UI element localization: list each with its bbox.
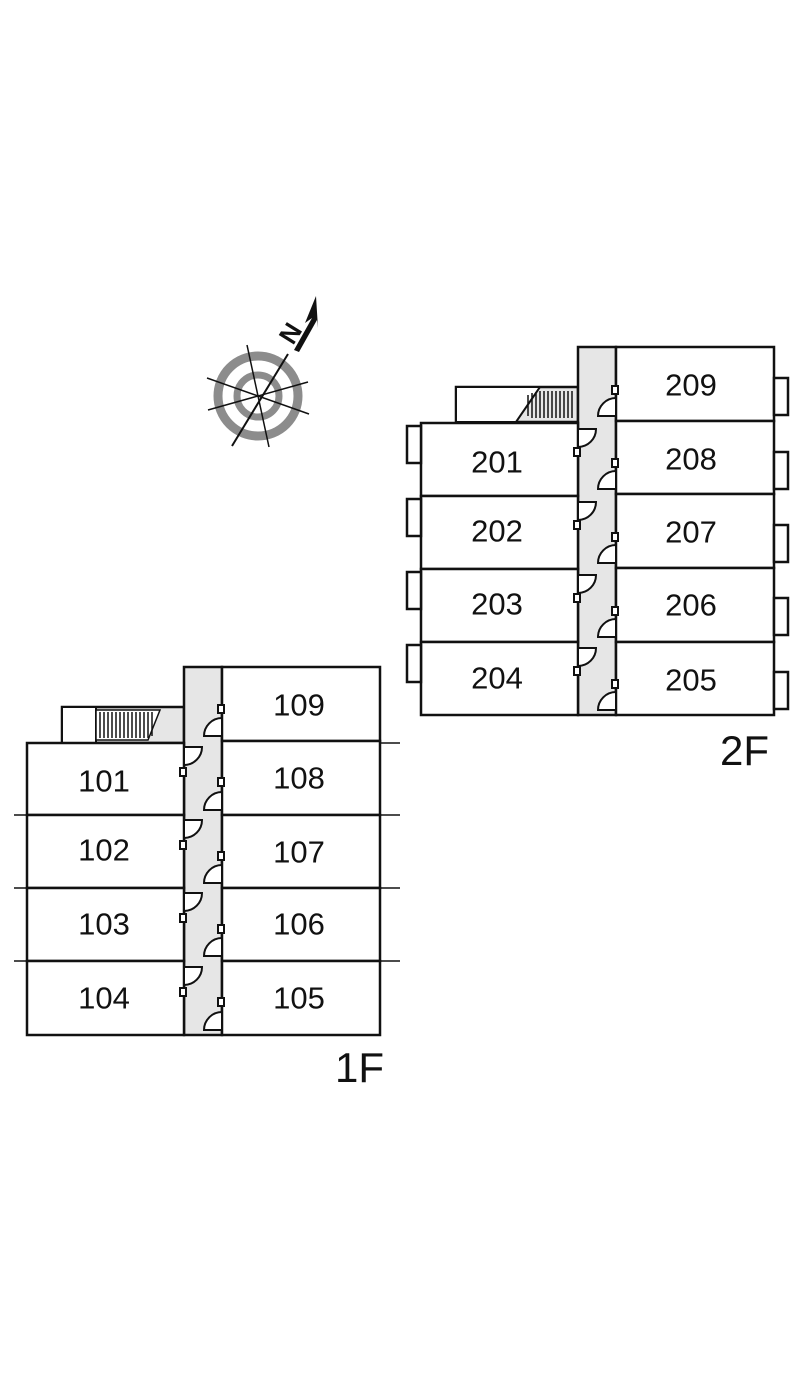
room-label-107: 107 <box>273 835 325 870</box>
balconies-2f <box>405 376 790 711</box>
room-label-102: 102 <box>78 833 130 868</box>
floor-label-1f: 1F <box>335 1044 384 1091</box>
floor-label-2f: 2F <box>720 727 769 774</box>
stair-treads-1f <box>99 712 153 738</box>
compass-outer-ring <box>213 351 303 441</box>
room-label-203: 203 <box>471 587 523 622</box>
doors-2f <box>573 385 619 711</box>
stair-treads-2f <box>527 391 573 418</box>
room-label-103: 103 <box>78 907 130 942</box>
room-label-206: 206 <box>665 588 717 623</box>
room-107-outline <box>220 813 382 890</box>
room-label-208: 208 <box>665 442 717 477</box>
doors-1f <box>179 704 225 1031</box>
room-label-207: 207 <box>665 515 717 550</box>
compass-icon: N <box>206 296 318 448</box>
room-206-outline <box>614 566 776 644</box>
site-lines-1f <box>14 742 400 962</box>
room-104-outline <box>25 959 186 1037</box>
room-label-106: 106 <box>273 907 325 942</box>
room-105-outline <box>220 959 382 1037</box>
room-label-108: 108 <box>273 761 325 796</box>
room-205-outline <box>614 640 776 717</box>
room-label-109: 109 <box>273 688 325 723</box>
room-label-204: 204 <box>471 661 523 696</box>
floor-2f-plan: 201 202 203 204 209 208 207 206 205 2F <box>405 345 790 774</box>
room-207-outline <box>614 492 776 570</box>
floor-1f-plan: 101 102 103 104 109 108 107 106 105 1F <box>14 665 400 1091</box>
room-106-outline <box>220 886 382 963</box>
room-label-105: 105 <box>273 981 325 1016</box>
room-209-outline <box>614 345 776 423</box>
room-103-outline <box>25 886 186 963</box>
room-label-209: 209 <box>665 368 717 403</box>
room-204-outline <box>419 640 580 717</box>
north-arrow-icon <box>294 296 318 352</box>
room-label-104: 104 <box>78 981 130 1016</box>
room-label-205: 205 <box>665 663 717 698</box>
compass-inner-ring <box>233 371 283 421</box>
room-label-202: 202 <box>471 514 523 549</box>
room-202-outline <box>419 494 580 571</box>
room-label-201: 201 <box>471 445 523 480</box>
room-label-101: 101 <box>78 764 130 799</box>
